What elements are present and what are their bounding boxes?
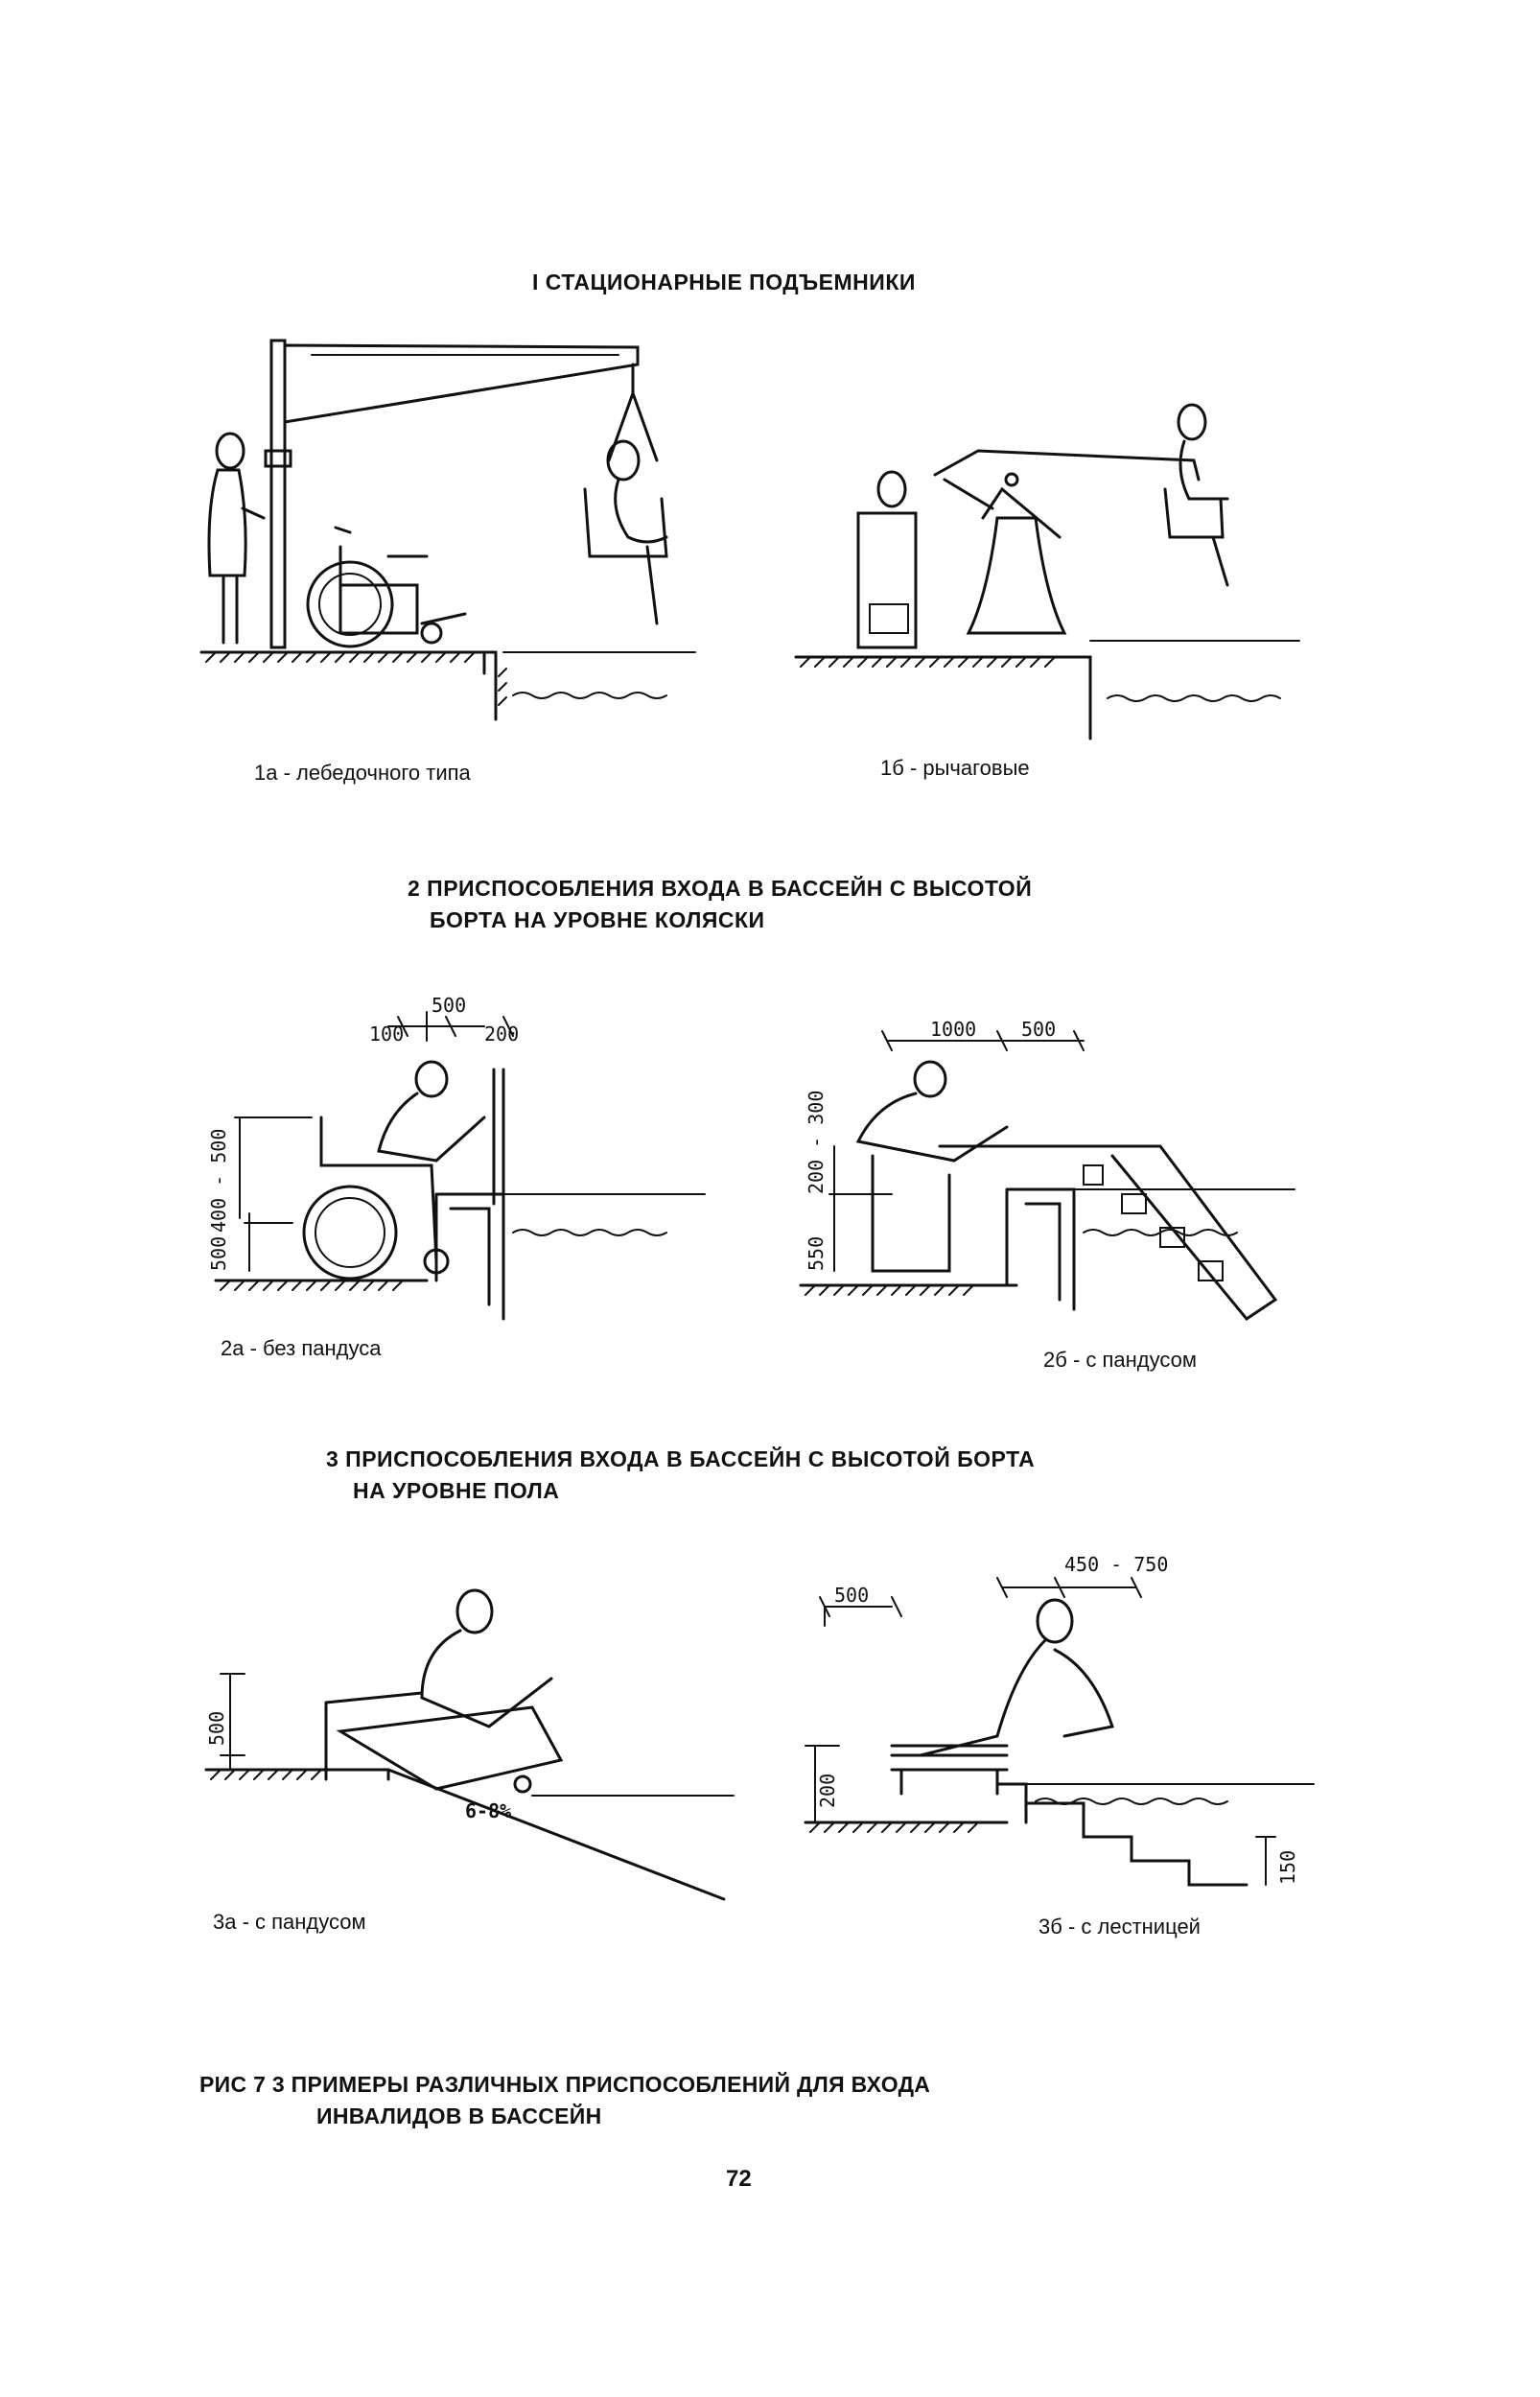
page-number: 72 bbox=[726, 2166, 752, 2192]
caption-1a: 1а - лебедочного типа bbox=[254, 761, 471, 785]
dim-3a-500: 500 bbox=[205, 1711, 228, 1746]
figure-2b-with-ramp: 1000 500 200 - 300 550 bbox=[796, 1012, 1314, 1357]
figure-3a-ramp: 500 6-8% bbox=[197, 1573, 762, 1901]
dim-2a-500-low: 500 bbox=[207, 1236, 230, 1271]
section-2-heading-line1: 2 ПРИСПОСОБЛЕНИЯ ВХОДА В БАССЕЙН С ВЫСОТ… bbox=[408, 876, 1033, 901]
dim-2b-550: 550 bbox=[805, 1236, 828, 1271]
dim-2b-1000: 1000 bbox=[930, 1018, 976, 1041]
caption-2b: 2б - с пандусом bbox=[1043, 1348, 1197, 1372]
section-3-heading-line2: НА УРОВНЕ ПОЛА bbox=[353, 1478, 560, 1503]
dim-2a-200: 200 bbox=[484, 1022, 519, 1046]
section-2-heading-line2: БОРТА НА УРОВНЕ КОЛЯСКИ bbox=[430, 907, 765, 932]
section-1-heading: I СТАЦИОНАРНЫЕ ПОДЪЕМНИКИ bbox=[532, 270, 916, 294]
caption-1b: 1б - рычаговые bbox=[880, 756, 1030, 780]
dim-3b-450-750: 450 - 750 bbox=[1064, 1553, 1168, 1576]
dim-2a-400-500: 400 - 500 bbox=[207, 1129, 230, 1233]
figure-caption-line1: РИС 7 3 ПРИМЕРЫ РАЗЛИЧНЫХ ПРИСПОСОБЛЕНИЙ… bbox=[199, 2072, 931, 2097]
dim-2b-500: 500 bbox=[1021, 1018, 1056, 1041]
dim-3b-200: 200 bbox=[816, 1774, 839, 1808]
dim-3b-150: 150 bbox=[1276, 1850, 1299, 1885]
figure-caption-line2: ИНВАЛИДОВ В БАССЕЙН bbox=[316, 2103, 602, 2128]
figure-1a-winch-lift bbox=[197, 326, 714, 729]
dim-3b-500: 500 bbox=[834, 1584, 869, 1607]
dim-2b-200-300: 200 - 300 bbox=[805, 1091, 828, 1194]
caption-3a: 3а - с пандусом bbox=[213, 1910, 366, 1934]
caption-3b: 3б - с лестницей bbox=[1038, 1915, 1201, 1939]
figure-1b-lever-lift bbox=[791, 384, 1309, 748]
figure-3b-steps: 450 - 750 500 200 150 bbox=[796, 1553, 1333, 1918]
figure-2a-no-ramp: 500 100 200 400 - 500 500 bbox=[197, 974, 734, 1338]
caption-2a: 2а - без пандуса bbox=[221, 1336, 382, 1360]
dim-2a-100: 100 bbox=[369, 1022, 404, 1046]
dim-2a-500: 500 bbox=[432, 994, 466, 1017]
section-3-heading-line1: 3 ПРИСПОСОБЛЕНИЯ ВХОДА В БАССЕЙН С ВЫСОТ… bbox=[326, 1446, 1036, 1471]
slope-3a: 6-8% bbox=[465, 1799, 511, 1822]
